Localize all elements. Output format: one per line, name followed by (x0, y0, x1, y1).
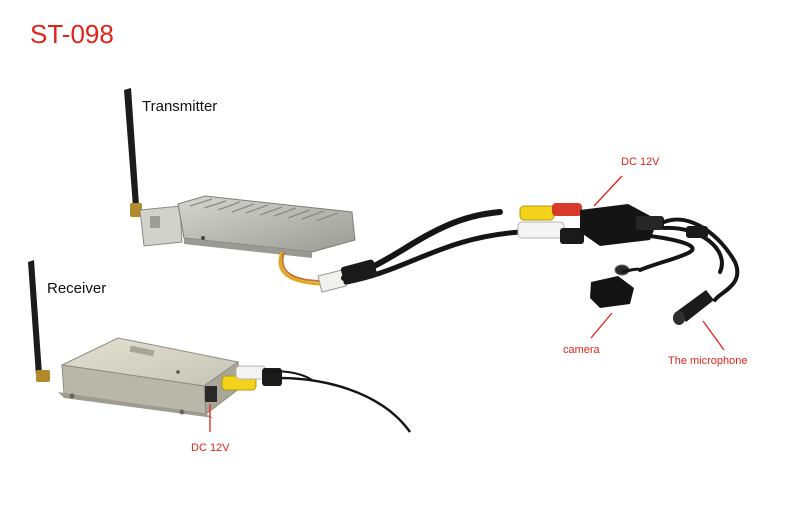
callout-camera (590, 312, 613, 339)
receiver-cables (221, 365, 412, 433)
camera-label: camera (563, 344, 600, 356)
transmitter-plug (317, 269, 347, 293)
camera-module (590, 264, 642, 308)
transmitter-end-block (139, 205, 183, 247)
receiver-unit (28, 260, 241, 418)
dc-bottom-label: DC 12V (191, 442, 230, 454)
heatsink-fins (189, 198, 339, 222)
receiver-label: Receiver (47, 280, 107, 297)
rca-yellow (519, 205, 555, 221)
cable-harness (517, 203, 740, 302)
transmitter-label: Transmitter (142, 98, 218, 115)
callout-dc-top (593, 175, 623, 207)
transmitter-antenna (124, 88, 139, 207)
rca-white (517, 221, 565, 239)
dc-top-label: DC 12V (621, 156, 660, 168)
microphone-label: The microphone (668, 355, 748, 367)
rca-red (552, 203, 582, 216)
transmitter-unit (124, 88, 356, 293)
callout-lines (209, 175, 725, 432)
callout-microphone (702, 320, 725, 351)
antenna-connector (130, 203, 142, 217)
splitter-block (580, 204, 658, 246)
transmitter-cable (340, 209, 523, 285)
model-title: ST-098 (30, 19, 114, 49)
receiver-antenna (28, 260, 42, 376)
microphone-module (673, 290, 714, 325)
